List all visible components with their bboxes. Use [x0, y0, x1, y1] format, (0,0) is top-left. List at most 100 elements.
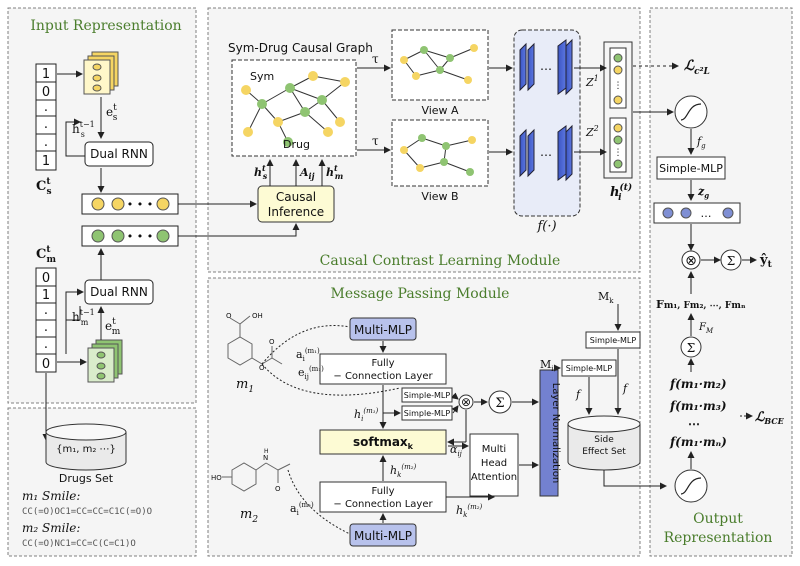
- dual-rnn-bottom-label: Dual RNN: [90, 285, 148, 299]
- layer-norm-label: Layer Normalization: [550, 383, 561, 484]
- y-hat: ŷt: [759, 253, 773, 270]
- e-ij-m1: eij(m₁): [298, 365, 324, 381]
- z1-vector: ⋮: [609, 47, 627, 109]
- f-dots: ⋯: [688, 417, 700, 431]
- cm-cell: 1: [42, 288, 50, 303]
- svg-text:…: …: [701, 207, 712, 220]
- svg-text:…: …: [540, 59, 552, 73]
- causal-panel-title: Causal Contrast Learning Module: [320, 253, 561, 269]
- svg-text:Simple-MLP: Simple-MLP: [404, 409, 451, 418]
- simple-mlp-b: [401, 405, 453, 421]
- sum-node-mid: [488, 390, 512, 414]
- sum-fm: [680, 336, 702, 358]
- simple-mlp-right-mid: [561, 359, 617, 377]
- a-i-m2: ai(m₂): [290, 501, 314, 517]
- message-panel-title: Message Passing Module: [331, 286, 510, 302]
- sigmoid-top: [674, 95, 708, 129]
- m1-label: m1: [236, 377, 254, 395]
- causal-graph-box: [231, 59, 357, 157]
- svg-text:• • •: • • •: [127, 198, 153, 211]
- layer-normalization: [539, 369, 559, 497]
- svg-text:Fully: Fully: [371, 358, 394, 369]
- cs-cell: 0: [42, 85, 50, 100]
- svg-text:Multi-MLP: Multi-MLP: [354, 529, 412, 543]
- simple-mlp-right-top: [585, 331, 641, 349]
- fM-label: FM: [698, 322, 714, 335]
- view-a-graph: [400, 44, 478, 84]
- smile1-label: m₁ Smile:: [22, 489, 80, 503]
- otimes-node: [458, 394, 474, 410]
- svg-text:Multi-MLP: Multi-MLP: [354, 323, 412, 337]
- dual-rnn-bottom: [84, 279, 154, 305]
- cs-cell: .: [44, 100, 48, 115]
- sym-label: Sym: [250, 70, 274, 83]
- m2-ho: HO: [211, 474, 222, 482]
- svg-text:Multi: Multi: [482, 444, 506, 455]
- cs-cell: 1: [42, 67, 50, 82]
- zg-label: zg: [697, 185, 709, 200]
- f-right: f: [622, 382, 629, 395]
- fg-label: fg: [696, 135, 706, 150]
- softmax-box: [319, 429, 447, 455]
- f-m1mn: f(m₁·mₙ): [669, 435, 727, 449]
- multi-head-attention: [469, 433, 519, 497]
- tau-a: τ: [372, 52, 379, 66]
- sum-symbol-mid: Σ: [495, 396, 504, 411]
- m2-h: H: [264, 448, 269, 455]
- output-panel: [649, 7, 793, 557]
- drug-label: Drug: [283, 138, 310, 151]
- drugs-set-cylinder: {m₁, m₂ ⋯}: [45, 423, 127, 471]
- output-panel-title-2: Representation: [664, 530, 773, 546]
- m2-o: O: [275, 485, 281, 493]
- m1-o3: O: [269, 338, 275, 346]
- output-panel-title-1: Output: [693, 511, 743, 527]
- mi-label: Mi: [540, 358, 554, 373]
- multi-mlp-top: [349, 317, 417, 341]
- mk-label: Mk: [598, 290, 614, 305]
- m2-n: N: [263, 454, 268, 462]
- zg-vector: …: [653, 202, 741, 224]
- m1-o2: O: [259, 364, 265, 372]
- sigmoid-bottom: [674, 469, 708, 503]
- drugs-set-label: Drugs Set: [59, 472, 114, 485]
- multi-mlp-bottom: [349, 523, 417, 547]
- side-effect-set: Side Effect Set: [567, 415, 641, 471]
- svg-text:• • •: • • •: [127, 230, 153, 243]
- f-m1m3: f(m₁·m₃): [669, 399, 727, 413]
- encoder-b: …: [519, 124, 573, 182]
- cm-cell: .: [44, 320, 48, 335]
- m1-o1: O: [226, 312, 232, 320]
- input-panel-title: Input Representation: [30, 18, 181, 34]
- svg-text:Simple-MLP: Simple-MLP: [566, 364, 613, 373]
- svg-text:Fully: Fully: [371, 486, 394, 497]
- smile1-value: CC(=O)OC1=CC=CC=C1C(=O)O: [22, 507, 152, 517]
- m2-label: m2: [240, 507, 258, 525]
- view-a-box: [391, 29, 489, 101]
- loss-bce: ℒBCE: [755, 410, 785, 426]
- view-b-label: View B: [421, 190, 458, 203]
- svg-text:{m₁, m₂ ⋯}: {m₁, m₂ ⋯}: [56, 444, 116, 455]
- molecule-m1: [227, 315, 283, 366]
- sum-fm-symbol: Σ: [687, 341, 695, 355]
- cs-cell: .: [44, 117, 48, 132]
- fc-layer-top: [319, 353, 447, 385]
- cm-cell: .: [44, 303, 48, 318]
- softmax-label: softmaxk: [353, 435, 414, 451]
- alpha-ij: αij: [450, 443, 463, 458]
- svg-text:Simple-MLP: Simple-MLP: [404, 391, 451, 400]
- sum-output: [720, 249, 742, 271]
- hi-label: h(t)i: [610, 182, 632, 203]
- loss-c2l: ℒc²L: [684, 58, 710, 77]
- cs-cell: 1: [42, 154, 50, 169]
- encoder-f-label: f(·): [536, 219, 556, 234]
- m1-oh: OH: [252, 312, 263, 320]
- causal-graph-nodes: [241, 71, 350, 147]
- graph-title: Sym-Drug Causal Graph: [228, 41, 373, 55]
